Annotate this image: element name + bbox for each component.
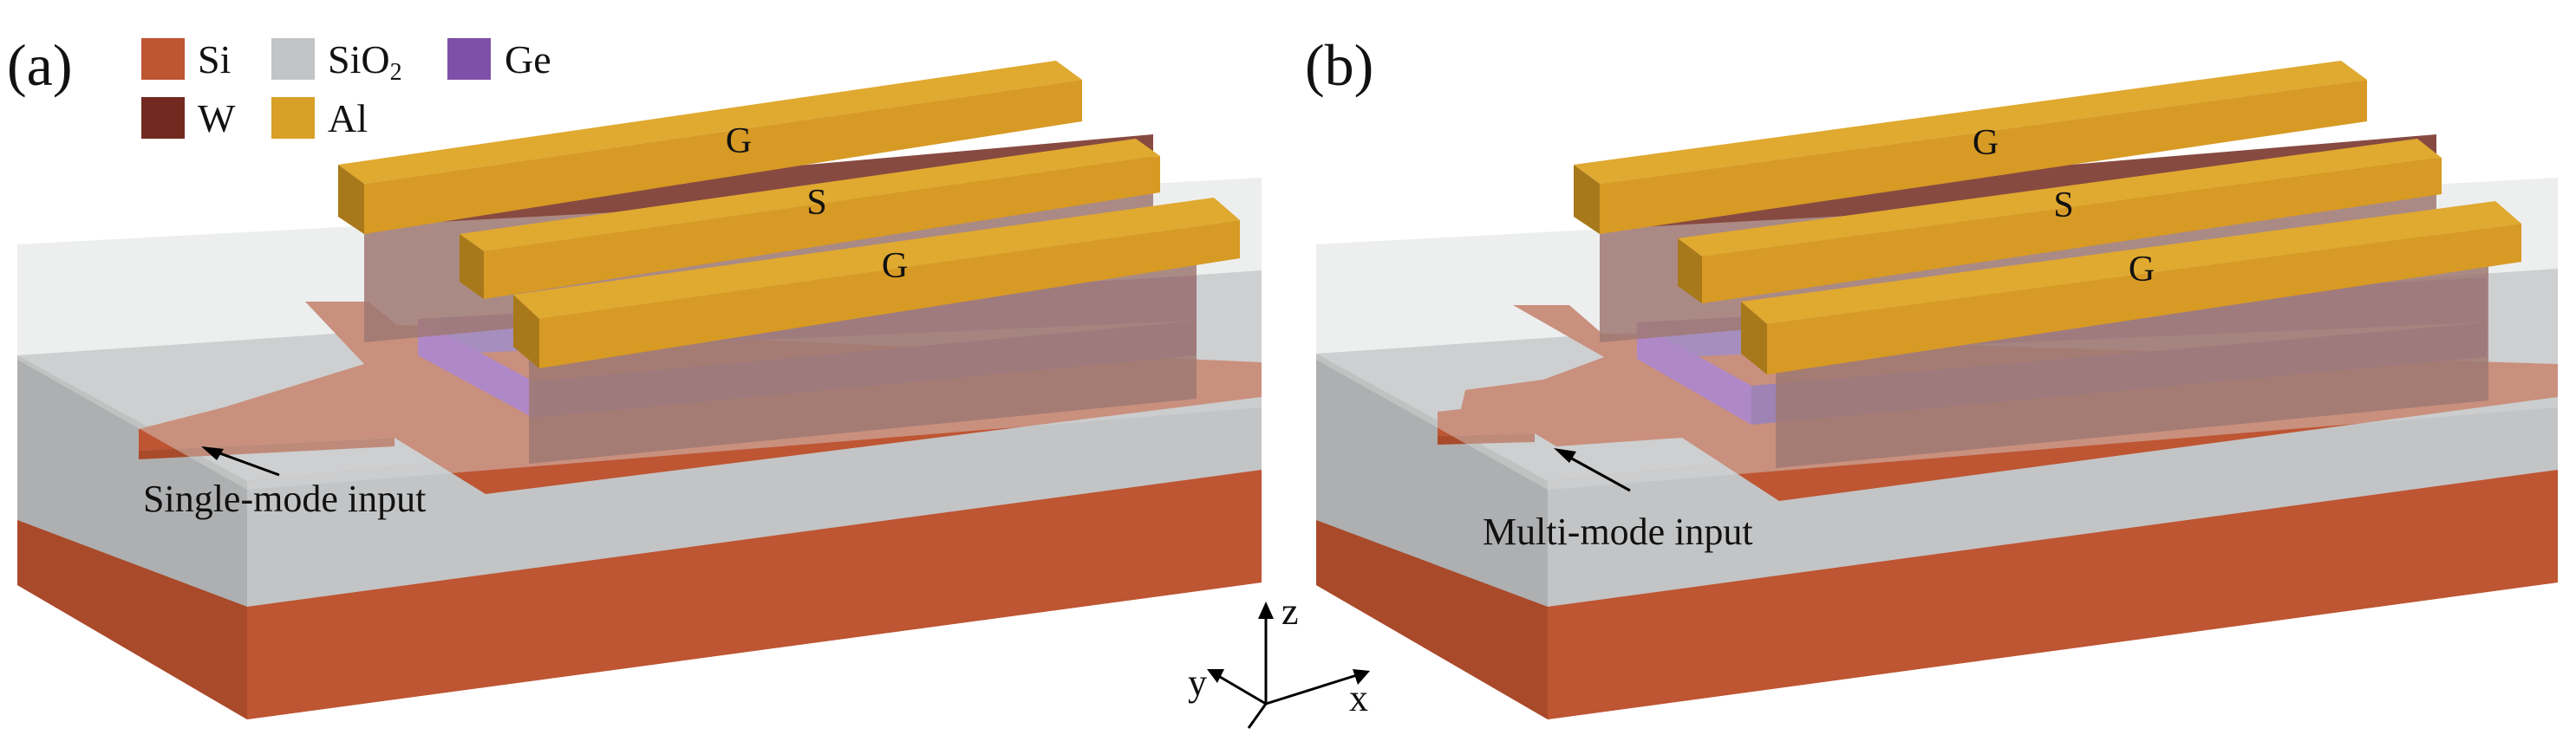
- electrode-g-bottom-b: [1741, 201, 2521, 374]
- electrode-s-b: [1678, 139, 2442, 303]
- axis-label-x: x: [1349, 677, 1368, 719]
- legend-swatch-sio2: [271, 38, 315, 80]
- caption-a: Single-mode input: [143, 478, 426, 520]
- legend-swatch-si: [141, 38, 185, 80]
- legend-label-ge: Ge: [505, 37, 551, 81]
- panel-label-a: (a): [7, 32, 72, 98]
- legend-label-si: Si: [198, 37, 231, 81]
- gate-label-b-2: S: [2053, 185, 2073, 225]
- panel-b: G S G Multi-mode input (b): [1305, 32, 2558, 719]
- axis-label-z: z: [1281, 590, 1299, 633]
- axis-label-y: y: [1188, 661, 1207, 704]
- electrodes-b: [1574, 61, 2521, 374]
- electrode-g-bottom-a: [513, 198, 1240, 368]
- legend-swatch-ge: [447, 38, 491, 80]
- input-arrow-a: [201, 446, 280, 477]
- electrode-g-top-a: [338, 61, 1082, 234]
- axes-indicator: z x y: [1188, 590, 1370, 729]
- gate-label-a-2: S: [806, 183, 826, 223]
- electrode-g-top-b: [1574, 61, 2367, 234]
- legend: Si SiO2 Ge W Al: [141, 37, 551, 140]
- gate-label-b-3: G: [2129, 250, 2155, 289]
- legend-label-al: Al: [328, 96, 368, 140]
- gate-label-a-3: G: [882, 246, 908, 286]
- electrode-s-a: [460, 139, 1160, 299]
- gate-label-a-1: G: [726, 121, 752, 161]
- legend-swatch-al: [271, 97, 315, 139]
- electrodes-a: [338, 61, 1240, 368]
- caption-b: Multi-mode input: [1483, 511, 1753, 553]
- legend-label-sio2: SiO2: [328, 37, 402, 86]
- panel-a: G S G Single-mode input (a): [7, 32, 1262, 719]
- gate-label-b-1: G: [1973, 123, 1999, 163]
- input-arrow-b: [1554, 448, 1631, 492]
- panel-label-b: (b): [1305, 32, 1373, 98]
- legend-swatch-w: [141, 97, 185, 139]
- legend-label-w: W: [198, 96, 236, 140]
